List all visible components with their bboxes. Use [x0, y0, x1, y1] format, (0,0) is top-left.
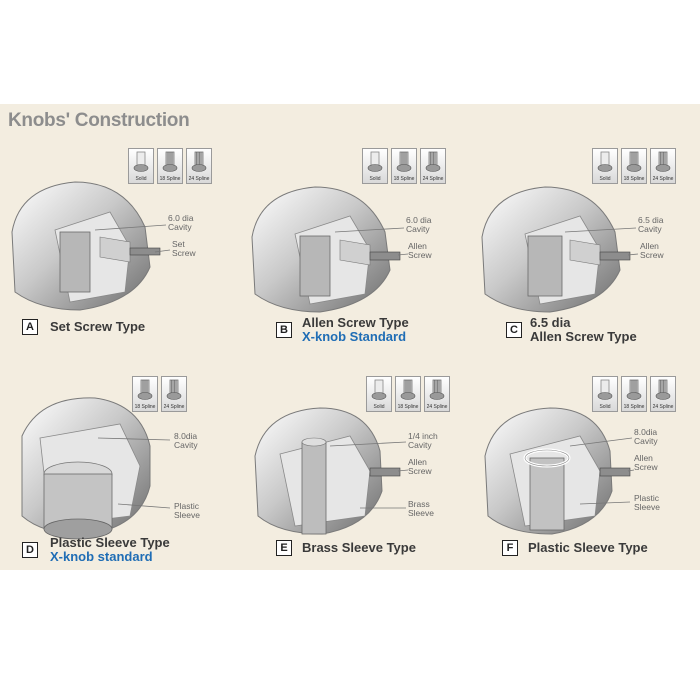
callout-sleeve: Plastic Sleeve — [634, 493, 660, 512]
chip-solid: Solid — [362, 148, 388, 184]
type-caption-e: Brass Sleeve Type — [302, 541, 416, 555]
knob-construction-panel: Knobs' Construction Solid 18 Spline 24 S… — [0, 104, 700, 570]
chip-24-spline: 24 Spline — [161, 376, 187, 412]
type-letter-e: E — [276, 540, 292, 556]
chip-18-spline: 18 Spline — [391, 148, 417, 184]
spline-24-icon — [166, 379, 182, 400]
spline-options: Solid 18 Spline 24 Spline — [592, 376, 676, 412]
callout-screw: Allen Screw — [408, 241, 432, 260]
chip-solid: Solid — [128, 148, 154, 184]
solid-shaft-icon — [597, 151, 613, 172]
spline-18-icon — [396, 151, 412, 172]
spline-24-icon — [655, 379, 671, 400]
knob-cutaway-d — [21, 397, 171, 540]
callout-cavity: 8.0dia Cavity — [174, 431, 198, 450]
spline-18-icon — [400, 379, 416, 400]
chip-24-spline: 24 Spline — [424, 376, 450, 412]
type-sub-d: X-knob standard — [50, 549, 153, 564]
type-caption-c: 6.5 dia Allen Screw Type — [530, 316, 637, 344]
callout-cavity: 6.5 dia Cavity — [638, 215, 664, 234]
type-letter-a: A — [22, 319, 38, 335]
type-letter-c: C — [506, 322, 522, 338]
type-e-cell: Solid 18 Spline 24 Spline 1/4 inch Cavit… — [240, 366, 472, 591]
chip-solid: Solid — [592, 376, 618, 412]
spline-options: 18 Spline 24 Spline — [132, 376, 187, 412]
spline-options: Solid 18 Spline 24 Spline — [362, 148, 446, 184]
type-name-f: Plastic Sleeve Type — [528, 540, 648, 555]
type-c-cell: Solid 18 Spline 24 Spline 6.5 dia Cavity… — [470, 142, 700, 367]
callout-screw: Allen Screw — [634, 453, 658, 472]
type-d-cell: 18 Spline 24 Spline 8.0dia Cavity Plasti… — [0, 366, 232, 591]
callout-cavity: 6.0 dia Cavity — [406, 215, 432, 234]
type-letter-b: B — [276, 322, 292, 338]
solid-shaft-icon — [133, 151, 149, 172]
solid-shaft-icon — [371, 379, 387, 400]
spline-18-icon — [162, 151, 178, 172]
callout-screw: Allen Screw — [640, 241, 664, 260]
spline-24-icon — [191, 151, 207, 172]
type-letter-f: F — [502, 540, 518, 556]
callout-cavity: 1/4 inch Cavity — [408, 431, 438, 450]
solid-shaft-icon — [597, 379, 613, 400]
type-sub-b: X-knob Standard — [302, 329, 407, 344]
knob-cutaway-a — [11, 181, 171, 311]
type-b-cell: Solid 18 Spline 24 Spline 6.0 dia Cavity… — [240, 142, 472, 367]
spline-24-icon — [425, 151, 441, 172]
type-name-b: Allen Screw Type — [302, 315, 409, 330]
page-title: Knobs' Construction — [8, 110, 190, 131]
type-name-c: 6.5 dia — [530, 315, 571, 330]
chip-18-spline: 18 Spline — [621, 148, 647, 184]
type-caption-b: Allen Screw Type X-knob Standard — [302, 316, 409, 344]
callout-screw: Set Screw — [172, 239, 196, 258]
chip-24-spline: 24 Spline — [420, 148, 446, 184]
type-a-cell: Solid 18 Spline 24 Spline 6.0 dia Cavity… — [0, 142, 232, 367]
type-caption-a: Set Screw Type — [50, 320, 145, 334]
type-letter-d: D — [22, 542, 38, 558]
chip-24-spline: 24 Spline — [650, 376, 676, 412]
chip-solid: Solid — [592, 148, 618, 184]
chip-18-spline: 18 Spline — [395, 376, 421, 412]
knob-cutaway-e — [254, 407, 409, 535]
knob-cutaway-b — [251, 186, 409, 313]
type-name-d: Plastic Sleeve Type — [50, 535, 170, 550]
knob-cutaway-f — [484, 407, 635, 535]
type-caption-f: Plastic Sleeve Type — [528, 541, 648, 555]
chip-18-spline: 18 Spline — [621, 376, 647, 412]
chip-18-spline: 18 Spline — [157, 148, 183, 184]
type-caption-d: Plastic Sleeve Type X-knob standard — [50, 536, 170, 564]
callout-sleeve: Brass Sleeve — [408, 499, 434, 518]
spline-24-icon — [655, 151, 671, 172]
callout-cavity: 6.0 dia Cavity — [168, 213, 194, 232]
spline-18-icon — [137, 379, 153, 400]
type-name-a: Set Screw Type — [50, 319, 146, 334]
callout-sleeve: Plastic Sleeve — [174, 501, 200, 520]
type-f-cell: Solid 18 Spline 24 Spline 8.0dia Cavity … — [470, 366, 700, 591]
spline-options: Solid 18 Spline 24 Spline — [128, 148, 212, 184]
spline-18-icon — [626, 151, 642, 172]
type-name-e: Brass Sleeve Type — [302, 540, 416, 555]
chip-24-spline: 24 Spline — [650, 148, 676, 184]
spline-24-icon — [429, 379, 445, 400]
knob-cutaway-c — [481, 186, 639, 313]
spline-options: Solid 18 Spline 24 Spline — [366, 376, 450, 412]
spline-options: Solid 18 Spline 24 Spline — [592, 148, 676, 184]
solid-shaft-icon — [367, 151, 383, 172]
callout-cavity: 8.0dia Cavity — [634, 427, 658, 446]
type-sub-c: Allen Screw Type — [530, 329, 637, 344]
chip-18-spline: 18 Spline — [132, 376, 158, 412]
chip-24-spline: 24 Spline — [186, 148, 212, 184]
chip-solid: Solid — [366, 376, 392, 412]
callout-screw: Allen Screw — [408, 457, 432, 476]
spline-18-icon — [626, 379, 642, 400]
